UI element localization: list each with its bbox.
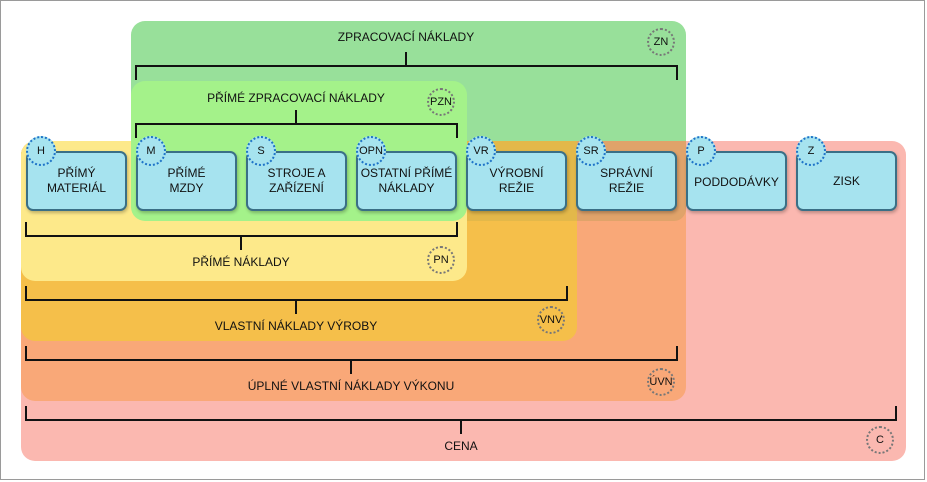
badge-uvn: ÚVN <box>647 368 675 396</box>
code-circle-s: S <box>246 136 276 166</box>
label-pn: PŘÍMÉ NÁKLADY <box>192 255 290 269</box>
bracket-pzn <box>135 110 458 138</box>
box-spravni-rezie: SPRÁVNÍ REŽIE <box>576 151 677 211</box>
label-cena: CENA <box>444 439 478 453</box>
box-primy-material: PŘÍMÝ MATERIÁL <box>26 151 127 211</box>
badge-zn: ZN <box>647 28 675 56</box>
code-circle-z: Z <box>796 136 826 166</box>
code-circle-h: H <box>26 136 56 166</box>
code-circle-m: M <box>136 136 166 166</box>
label-pzn: PŘÍMÉ ZPRACOVACÍ NÁKLADY <box>207 91 385 105</box>
badge-vnv: VNV <box>537 306 565 334</box>
code-circle-opn: OPN <box>356 136 386 166</box>
code-circle-p: P <box>686 136 716 166</box>
bracket-pn <box>25 222 458 250</box>
badge-cena: C <box>866 426 894 454</box>
box-poddodavky: PODDODÁVKY <box>686 151 787 211</box>
label-vnv: VLASTNÍ NÁKLADY VÝROBY <box>214 319 378 333</box>
box-ostatni-prime-naklady: OSTATNÍ PŘÍMÉ NÁKLADY <box>356 151 457 211</box>
label-uvn: ÚPLNÉ VLASTNÍ NÁKLADY VÝKONU <box>247 379 455 393</box>
bracket-uvn <box>25 346 678 374</box>
label-zn: ZPRACOVACÍ NÁKLADY <box>337 30 475 44</box>
bracket-zn <box>135 52 678 80</box>
bracket-cena <box>25 406 897 434</box>
badge-pn: PN <box>427 246 455 274</box>
bracket-vnv <box>25 286 568 314</box>
code-circle-vr: VR <box>466 136 496 166</box>
badge-pzn: PZN <box>427 88 455 116</box>
code-circle-sr: SR <box>576 136 606 166</box>
